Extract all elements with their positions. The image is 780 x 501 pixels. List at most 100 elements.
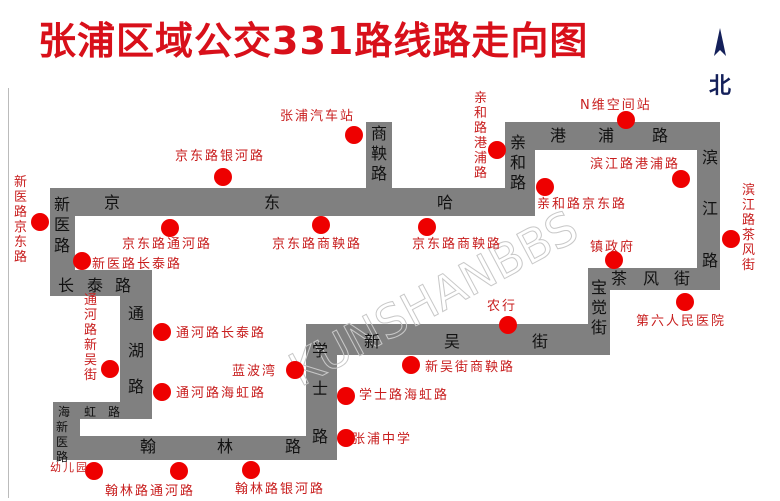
stop-marker[interactable]: [672, 170, 690, 188]
bus-stop[interactable]: 通河路海虹路: [153, 383, 266, 401]
road-label: 新医路: [54, 195, 70, 255]
bus-stop[interactable]: 学士路海虹路: [337, 387, 449, 405]
stop-marker[interactable]: [536, 178, 554, 196]
stop-label: 农行: [487, 299, 517, 314]
stop-marker[interactable]: [286, 361, 304, 379]
stop-label: 翰林路通河路: [105, 483, 195, 499]
bus-stop[interactable]: 第六人民医院: [636, 293, 726, 329]
stop-label: 幼儿园: [50, 461, 89, 474]
stop-label: 翰林路银河路: [235, 481, 325, 497]
stop-marker[interactable]: [345, 126, 363, 144]
road-label: 京东哈: [104, 193, 453, 212]
stop-marker[interactable]: [499, 316, 517, 334]
stop-label: 京东路商鞅路: [272, 236, 362, 252]
road-segment: [50, 188, 507, 216]
stop-label: 蓝波湾: [232, 363, 277, 379]
road-segment: [366, 122, 392, 192]
road-segment: [588, 268, 720, 290]
bus-stop[interactable]: 新医路长泰路: [73, 252, 182, 272]
stop-marker[interactable]: [170, 462, 188, 480]
stop-label: 第六人民医院: [636, 314, 726, 329]
road-segment: [505, 122, 720, 150]
stop-marker[interactable]: [73, 252, 91, 270]
stop-label: 通河路新吴街: [84, 293, 97, 383]
road-network: [50, 122, 720, 460]
map-frame-line: [8, 88, 9, 498]
bus-stop[interactable]: 张浦汽车站: [280, 108, 363, 144]
stop-marker[interactable]: [85, 462, 103, 480]
stop-marker[interactable]: [337, 429, 355, 447]
stop-marker[interactable]: [617, 111, 635, 129]
bus-stop[interactable]: 京东路通河路: [122, 219, 212, 252]
road-label: 通湖路: [128, 304, 144, 396]
stop-marker[interactable]: [214, 168, 232, 186]
stop-marker[interactable]: [605, 251, 623, 269]
bus-stop[interactable]: 幼儿园: [50, 461, 103, 480]
bus-stop[interactable]: 张浦中学: [337, 429, 412, 447]
stop-marker[interactable]: [101, 360, 119, 378]
bus-stop[interactable]: 农行: [487, 299, 517, 334]
road-label: 新吴街: [364, 332, 548, 351]
road-segment: [120, 270, 152, 418]
stop-label: 京东路银河路: [175, 148, 265, 164]
road-label: 茶风街: [611, 269, 690, 288]
stop-label: 张浦中学: [352, 431, 412, 447]
road-label: 翰林路: [140, 437, 301, 456]
bus-stop[interactable]: 新医路京东路: [14, 174, 49, 265]
bus-stop[interactable]: 翰林路通河路: [105, 462, 195, 499]
stop-marker[interactable]: [337, 387, 355, 405]
road-label: 长泰路: [58, 276, 131, 295]
stop-marker[interactable]: [161, 219, 179, 237]
stop-marker[interactable]: [418, 218, 436, 236]
stop-marker[interactable]: [312, 216, 330, 234]
stop-marker[interactable]: [676, 293, 694, 311]
stop-label: 镇政府: [590, 240, 635, 255]
bus-stop[interactable]: 蓝波湾: [232, 361, 304, 379]
stop-marker[interactable]: [402, 356, 420, 374]
bus-stop[interactable]: 京东路商鞅路: [412, 218, 502, 252]
stop-label: 滨江路茶风街: [742, 182, 755, 273]
stop-label: 通河路长泰路: [176, 325, 266, 341]
stop-marker[interactable]: [153, 323, 171, 341]
road-label: 亲和路: [510, 133, 526, 192]
road-label: 港浦路: [550, 126, 668, 145]
stop-label: 新医路京东路: [14, 174, 27, 265]
bus-stops: 张浦汽车站京东路银河路新医路京东路京东路通河路京东路商鞅路新医路长泰路亲和路港浦…: [14, 91, 755, 499]
bus-stop[interactable]: 通河路长泰路: [153, 323, 266, 341]
stop-marker[interactable]: [722, 230, 740, 248]
stop-label: 亲和路港浦路: [474, 91, 487, 181]
stop-label: 京东路商鞅路: [412, 236, 502, 252]
bus-stop[interactable]: 亲和路京东路: [536, 178, 627, 212]
stop-marker[interactable]: [31, 213, 49, 231]
bus-stop[interactable]: 镇政府: [590, 240, 635, 269]
road-label: 新医路: [56, 419, 68, 464]
bus-stop[interactable]: 翰林路银河路: [235, 461, 325, 497]
road-segment: [505, 122, 535, 216]
stop-label: 亲和路京东路: [537, 196, 627, 212]
stop-label: 新医路长泰路: [92, 256, 182, 272]
stop-marker[interactable]: [488, 141, 506, 159]
bus-stop[interactable]: 京东路商鞅路: [272, 216, 362, 252]
north-label: 北: [708, 74, 731, 99]
road-segment: [697, 122, 720, 290]
bus-stop[interactable]: 滨江路港浦路: [590, 156, 690, 188]
road-label: 滨江路: [702, 148, 718, 270]
stop-label: 张浦汽车站: [280, 108, 355, 124]
road-label: 海虹路: [58, 404, 120, 419]
stop-label: 学士路海虹路: [359, 387, 449, 403]
road-label: 商鞅路: [371, 124, 387, 183]
road-segment: [306, 324, 610, 355]
stop-marker[interactable]: [153, 383, 171, 401]
bus-stop[interactable]: N维空间站: [580, 98, 652, 129]
bus-stop[interactable]: 亲和路港浦路: [474, 91, 506, 181]
stop-marker[interactable]: [242, 461, 260, 479]
road-segment: [53, 436, 337, 460]
bus-stop[interactable]: 通河路新吴街: [84, 293, 119, 383]
bus-stop[interactable]: 新吴街商鞅路: [402, 356, 515, 375]
bus-stop[interactable]: 滨江路茶风街: [722, 182, 755, 273]
road-labels: 商鞅路京东哈新医路长泰路通湖路海虹路新医路翰林路学士路新吴街宝觉街茶风街滨江路港…: [54, 124, 718, 464]
north-arrow-icon: [714, 28, 726, 56]
stop-label: 滨江路港浦路: [590, 156, 680, 172]
bus-stop[interactable]: 京东路银河路: [175, 148, 265, 186]
map-title: 张浦区域公交331路线路走向图: [38, 19, 589, 63]
